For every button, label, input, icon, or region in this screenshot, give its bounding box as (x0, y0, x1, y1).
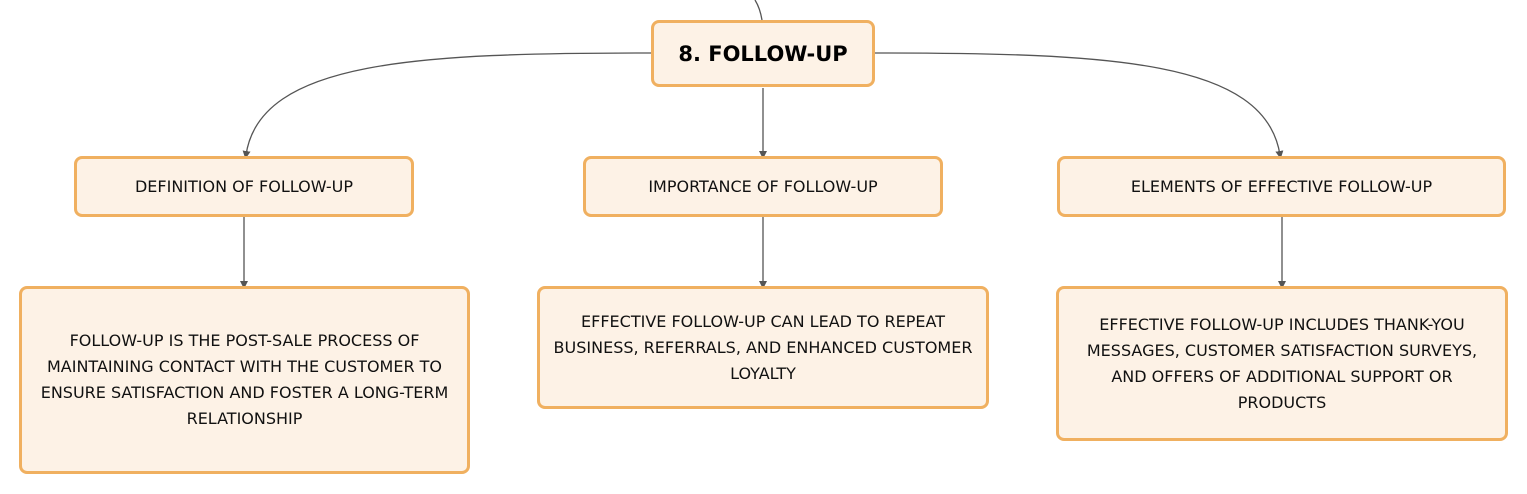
node-heading: ELEMENTS OF EFFECTIVE FOLLOW-UP (1130, 177, 1433, 196)
node-detail-text: EFFECTIVE FOLLOW-UP INCLUDES THANK-YOU M… (1086, 314, 1478, 412)
node-elements-detail[interactable]: EFFECTIVE FOLLOW-UP INCLUDES THANK-YOU M… (1056, 286, 1508, 441)
node-definition-detail[interactable]: FOLLOW-UP IS THE POST-SALE PROCESS OF MA… (19, 286, 470, 474)
node-importance-of-follow-up[interactable]: IMPORTANCE OF FOLLOW-UP (583, 156, 943, 217)
connector-root-to-elements (874, 52, 1284, 159)
node-heading: IMPORTANCE OF FOLLOW-UP (648, 177, 878, 196)
root-node[interactable]: 8. FOLLOW-UP (651, 20, 875, 87)
node-elements-of-effective-follow-up[interactable]: ELEMENTS OF EFFECTIVE FOLLOW-UP (1057, 156, 1506, 217)
node-detail-text: FOLLOW-UP IS THE POST-SALE PROCESS OF MA… (40, 331, 449, 428)
node-importance-detail[interactable]: EFFECTIVE FOLLOW-UP CAN LEAD TO REPEAT B… (537, 286, 989, 409)
node-detail-text: EFFECTIVE FOLLOW-UP CAN LEAD TO REPEAT B… (553, 311, 973, 383)
node-definition-of-follow-up[interactable]: DEFINITION OF FOLLOW-UP (74, 156, 414, 217)
connector-root-to-definition (242, 52, 652, 159)
root-label: 8. FOLLOW-UP (678, 41, 848, 66)
node-heading: DEFINITION OF FOLLOW-UP (134, 177, 353, 196)
incoming-connector (754, 0, 763, 21)
